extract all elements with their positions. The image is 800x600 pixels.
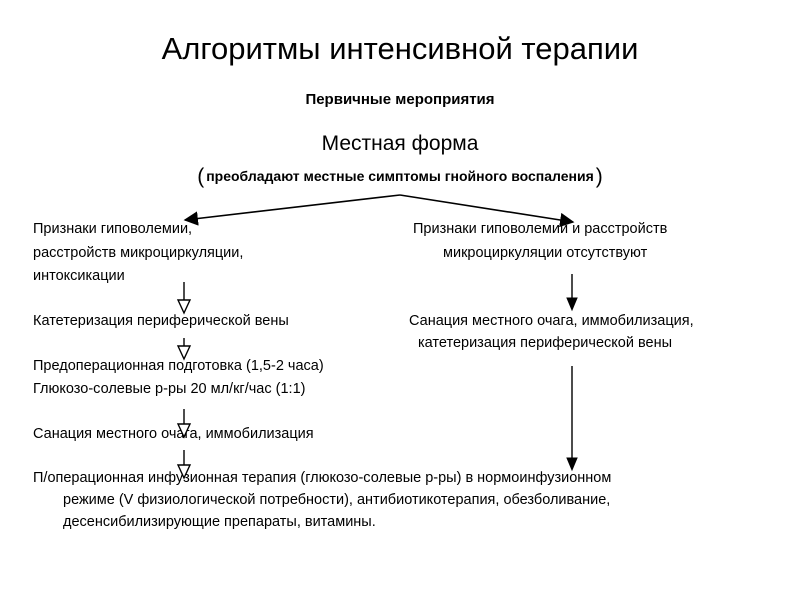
final-step-line-3: десенсибилизирующие препараты, витамины. [63, 514, 376, 530]
left-step-preop-line-2: Глюкозо-солевые р-ры 20 мл/кг/час (1:1) [33, 381, 306, 397]
final-step-line-2: режиме (V физиологической потребности), … [63, 492, 611, 508]
form-note: (преобладают местные симптомы гнойного в… [0, 165, 800, 189]
left-step-catheterization: Катетеризация периферической вены [33, 313, 289, 329]
slide-title: Алгоритмы интенсивной терапии [161, 31, 639, 66]
split-arrow-left [183, 194, 401, 226]
right-condition-line-2: микроциркуляции отсутствуют [443, 245, 648, 261]
right-step-line-1: Санация местного очага, иммобилизация, [409, 313, 694, 329]
right-arrow-2 [566, 366, 578, 472]
subtitle: Первичные мероприятия [305, 91, 495, 108]
right-arrow-1 [566, 274, 578, 312]
left-condition-line-1: Признаки гиповолемии, [33, 221, 193, 237]
split-arrow-right [399, 194, 575, 228]
left-condition-line-2: расстройств микроциркуляции, [33, 245, 244, 261]
note-text: преобладают местные симптомы гнойного во… [206, 168, 594, 184]
left-arrow-1 [176, 282, 192, 315]
note-open-paren: ( [197, 165, 205, 188]
right-step-line-2: катетеризация периферической вены [418, 335, 673, 351]
left-step-sanitation: Санация местного очага, иммобилизация [33, 426, 314, 442]
final-step-line-1: П/операционная инфузионная терапия (глюк… [33, 470, 612, 486]
note-close-paren: ) [595, 165, 603, 188]
right-condition-line-1: Признаки гиповолемии и расстройств [413, 221, 668, 237]
left-condition-line-3: интоксикации [33, 268, 125, 284]
left-arrow-4 [176, 450, 192, 480]
left-step-preop-line-1: Предоперационная подготовка (1,5-2 часа) [33, 358, 324, 374]
left-arrow-3 [176, 409, 192, 439]
form-title: Местная форма [321, 132, 479, 155]
left-arrow-2 [176, 338, 192, 361]
